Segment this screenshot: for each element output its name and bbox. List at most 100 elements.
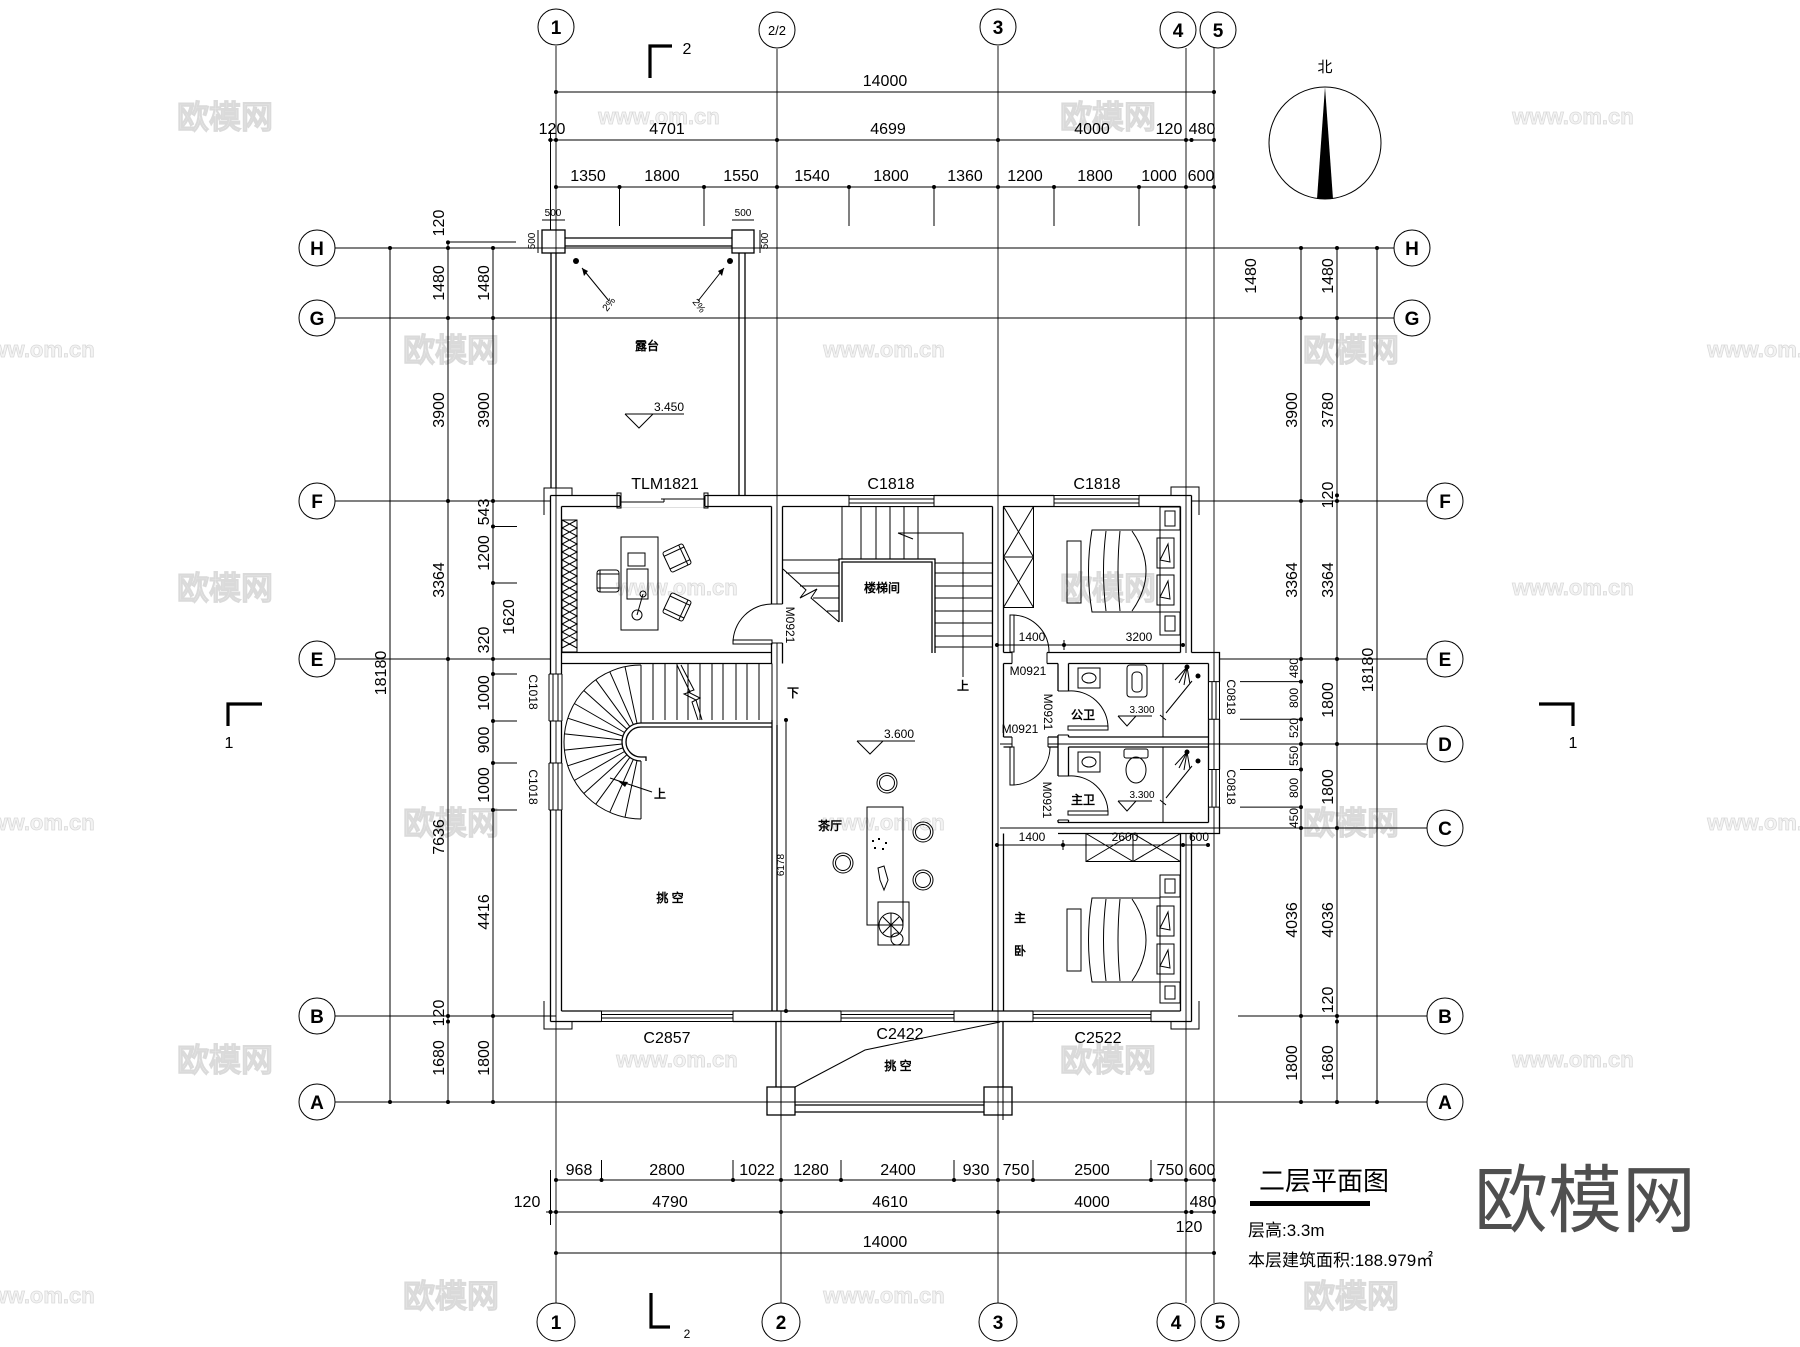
dim-label: 3780 xyxy=(1320,392,1337,428)
title-underline xyxy=(1250,1201,1370,1206)
dim-label: 2800 xyxy=(649,1162,685,1179)
dim-label: 120 xyxy=(431,210,448,237)
column xyxy=(731,229,755,254)
axis-bubble: 2 xyxy=(761,1302,801,1342)
dim-label: 543 xyxy=(476,499,493,526)
section-mark-label: 2 xyxy=(684,1327,691,1341)
slope-label: 2% xyxy=(601,296,619,314)
dim-label: 1800 xyxy=(644,168,680,185)
dimensions-left: 18180 120 1480 3900 3364 7636 120 1680 1… xyxy=(373,210,518,1104)
dim-label: 500 xyxy=(735,208,752,219)
stair-arrow-icon xyxy=(609,777,653,793)
stair-arrow-icon xyxy=(897,532,964,677)
dim-label: 750 xyxy=(1003,1162,1030,1179)
window-c1818-bedroom xyxy=(1053,494,1140,507)
dim-label: 120 xyxy=(1176,1219,1203,1236)
axis-label: 2 xyxy=(776,1313,787,1334)
dim-label: 3200 xyxy=(1126,630,1153,644)
dimensions-top: 14000 120 4701 4699 4000 120 480 1350 18… xyxy=(539,73,1216,230)
bedroom-1: 1400 3200 M0921 M0921 xyxy=(995,506,1185,736)
dim-label: 1400 xyxy=(1019,830,1046,844)
opening-label: M0921 xyxy=(1010,664,1047,678)
dim-label: 4610 xyxy=(872,1194,908,1211)
watermark-url: www.om.cn xyxy=(1706,337,1800,362)
dim-label: 800 xyxy=(1287,778,1301,798)
section-marks: 1 1 2 2 xyxy=(225,41,1578,1341)
elevation-value: 3.300 xyxy=(1129,790,1154,801)
dim-label: 1800 xyxy=(1320,682,1337,718)
watermark-url: www.om.cn xyxy=(615,1047,737,1072)
watermark-logo: 欧模网 xyxy=(1303,332,1399,368)
axis-label: 5 xyxy=(1213,21,1224,42)
dim-label: 320 xyxy=(476,627,493,654)
opening-label: M0921 xyxy=(783,607,797,644)
elevation-value: 3.300 xyxy=(1129,705,1154,716)
room-label-void: 挑 空 xyxy=(884,1058,911,1073)
watermark-logo: 欧模网 xyxy=(1060,1042,1156,1078)
opening-label: C2857 xyxy=(643,1030,690,1047)
dim-label: 1022 xyxy=(739,1162,775,1179)
sliding-door-tlm1821 xyxy=(616,492,709,509)
watermark-url: www.om.cn xyxy=(822,1283,944,1308)
axis-bubble: E xyxy=(1426,640,1464,678)
axis-label: 2/2 xyxy=(768,23,786,38)
axis-label: H xyxy=(1405,239,1419,260)
watermark-logo: 欧模网 xyxy=(1303,1278,1399,1314)
axis-label: E xyxy=(311,650,324,671)
dim-label: 1800 xyxy=(873,168,909,185)
dim-label: 500 xyxy=(760,232,771,249)
dim-label: 120 xyxy=(431,1000,448,1027)
stair-break-icon xyxy=(782,568,840,623)
dim-label: 1350 xyxy=(570,168,606,185)
void-area: 6178 挑 空 C1018 C1018 xyxy=(526,674,788,1013)
section-mark-label: 1 xyxy=(225,735,234,752)
watermarks: 欧模网 www.om.cn 欧模网 www.om.cn www.om.cn 欧模… xyxy=(0,99,1800,1315)
axis-bubble: A xyxy=(1426,1083,1464,1121)
dim-label: 1800 xyxy=(1320,769,1337,805)
spiral-stair: 上 xyxy=(563,663,773,820)
master-bedroom: 1400 2600 600 主 卧 xyxy=(995,830,1210,1004)
dim-label: 480 xyxy=(1190,1194,1217,1211)
dim-label: 1480 xyxy=(1243,258,1260,294)
dim-label: 930 xyxy=(963,1162,990,1179)
north-arrow-icon: 北 xyxy=(1268,59,1382,200)
dim-label: 3364 xyxy=(431,562,448,598)
axis-label: 1 xyxy=(551,1313,562,1334)
dim-label: 520 xyxy=(1287,718,1301,738)
room-label-master-bath: 主卫 xyxy=(1071,792,1095,807)
slope-label: 2% xyxy=(690,297,708,315)
dim-label: 550 xyxy=(1287,746,1301,766)
armchair-icon xyxy=(662,592,692,622)
elevation-marker-icon: 3.300 xyxy=(1117,705,1155,727)
sink-icon xyxy=(1077,667,1101,689)
dim-label: 120 xyxy=(1320,482,1337,509)
axis-label: H xyxy=(310,239,324,260)
watermark-url: www.om.cn xyxy=(1511,104,1633,129)
site-logo: 欧模网 xyxy=(1474,1159,1696,1242)
door-swing-icon xyxy=(1056,690,1109,736)
axis-bubble: 4 xyxy=(1156,1302,1196,1342)
watermark-logo: 欧模网 xyxy=(403,332,499,368)
axis-bubble: 3 xyxy=(978,1302,1018,1342)
axis-label: E xyxy=(1439,650,1452,671)
floor-height: 层高:3.3m xyxy=(1248,1221,1325,1240)
public-bathroom: 公卫 3.300 M0921 C0818 xyxy=(1041,663,1238,737)
dim-label: 1000 xyxy=(476,675,493,711)
toilet-icon xyxy=(1126,664,1148,698)
watermark-url: www.om.cn xyxy=(1511,575,1633,600)
dim-label: 2400 xyxy=(880,1162,916,1179)
dim-label: 2500 xyxy=(1074,1162,1110,1179)
dim-label: 3364 xyxy=(1284,562,1301,598)
window-c0818 xyxy=(1208,681,1221,720)
north-label: 北 xyxy=(1317,59,1332,76)
axis-label: 5 xyxy=(1215,1313,1226,1334)
chair-icon xyxy=(596,569,620,593)
axis-label: 4 xyxy=(1171,1313,1182,1334)
axis-label: C xyxy=(1438,819,1452,840)
dim-label: 1540 xyxy=(794,168,830,185)
sink-icon xyxy=(1077,751,1101,773)
opening-label: C0818 xyxy=(1224,769,1238,805)
dim-label: 600 xyxy=(1189,1162,1216,1179)
room-label-tea-hall: 茶厅 xyxy=(817,818,842,833)
